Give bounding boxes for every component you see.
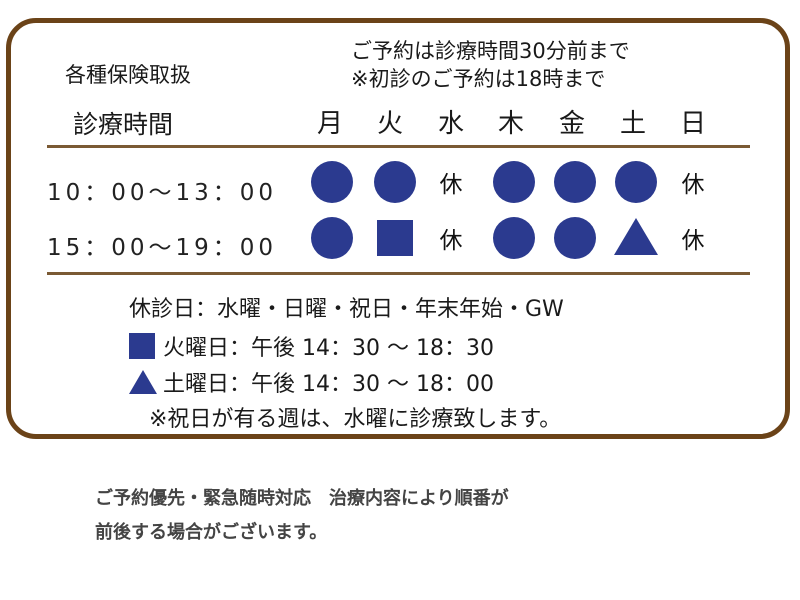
- square-icon: [129, 333, 155, 359]
- thu-am-open-icon: [492, 160, 536, 204]
- morning-time: 10：00〜13：00: [47, 180, 278, 206]
- afternoon-time: 15：00〜19：00: [47, 235, 278, 261]
- legend-tuesday: 火曜日：午後 14：30 〜 18：30: [129, 330, 494, 362]
- wed-am-closed: 休: [439, 172, 463, 198]
- clinic-hours-card: 各種保険取扱 ご予約は診療時間30分前まで ※初診のご予約は18時まで 診療時間…: [6, 18, 790, 439]
- mon-am-open-icon: [310, 160, 354, 204]
- footer-note-line1: ご予約優先・緊急随時対応 治療内容により順番が: [95, 488, 509, 509]
- sat-pm-triangle-icon: [614, 214, 658, 258]
- sun-pm-closed: 休: [681, 228, 705, 254]
- day-header-wed: 水: [437, 109, 464, 139]
- day-header-tue: 火: [376, 109, 403, 139]
- fri-am-open-icon: [553, 160, 597, 204]
- tue-pm-square-icon: [373, 216, 417, 260]
- thu-pm-open-icon: [492, 216, 536, 260]
- tue-am-open-icon: [373, 160, 417, 204]
- triangle-icon: [129, 370, 157, 394]
- closed-days-text: 休診日：水曜・日曜・祝日・年末年始・GW: [129, 297, 564, 322]
- sun-am-closed: 休: [681, 172, 705, 198]
- reservation-note: ご予約は診療時間30分前まで: [351, 39, 630, 63]
- hours-title: 診療時間: [73, 110, 174, 139]
- legend-saturday-text: 土曜日：午後 14：30 〜 18：00: [163, 372, 494, 397]
- day-header-sun: 日: [679, 109, 706, 139]
- sat-am-open-icon: [614, 160, 658, 204]
- header-divider: [47, 145, 750, 148]
- day-header-thu: 木: [497, 109, 524, 139]
- mon-pm-open-icon: [310, 216, 354, 260]
- legend-tuesday-text: 火曜日：午後 14：30 〜 18：30: [163, 336, 494, 361]
- day-header-fri: 金: [558, 109, 585, 139]
- insurance-label: 各種保険取扱: [65, 63, 191, 87]
- table-bottom-divider: [47, 272, 750, 275]
- day-header-sat: 土: [619, 109, 646, 139]
- fri-pm-open-icon: [553, 216, 597, 260]
- day-header-mon: 月: [316, 109, 343, 139]
- legend-saturday: 土曜日：午後 14：30 〜 18：00: [129, 366, 494, 398]
- footer-note-line2: 前後する場合がございます。: [95, 522, 328, 543]
- holiday-note: ※祝日が有る週は、水曜に診療致します。: [149, 407, 562, 432]
- first-visit-note: ※初診のご予約は18時まで: [351, 67, 606, 91]
- wed-pm-closed: 休: [439, 228, 463, 254]
